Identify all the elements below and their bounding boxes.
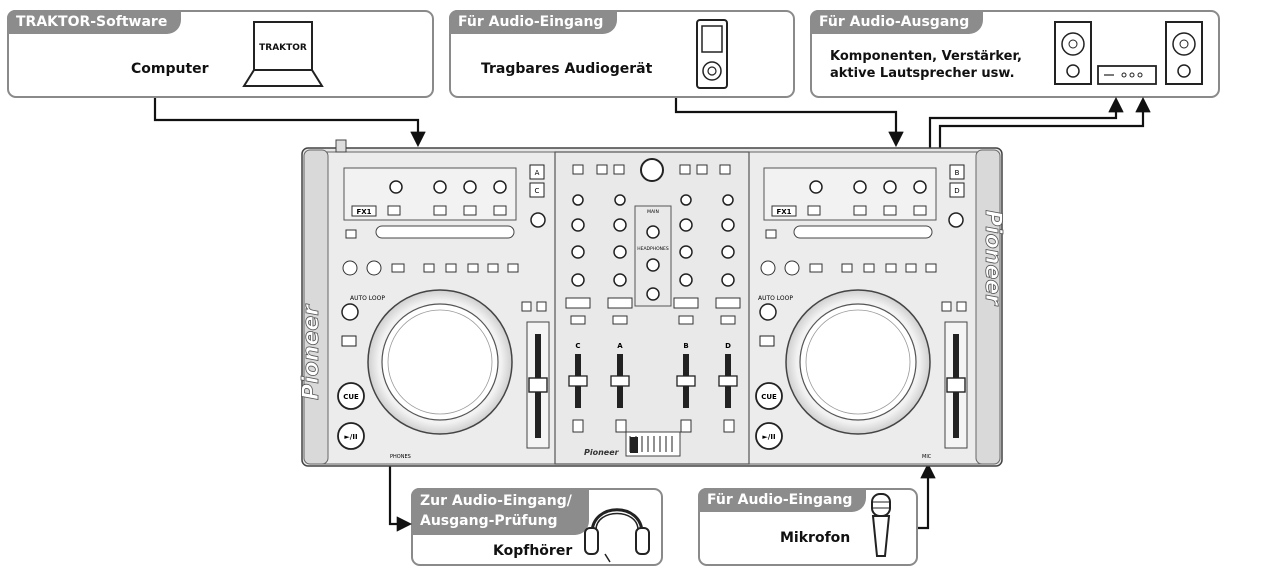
channel-letter-a: A [617, 342, 623, 350]
right-deck: FX1 B D AUTO LOOP CUE ►/II [755, 164, 968, 460]
fx-label-left: FX1 [356, 208, 371, 216]
mixer-section: MAIN HEADPHONES C A B D [565, 158, 741, 457]
channel-letter-c: C [575, 342, 580, 350]
play-button-right[interactable] [755, 422, 783, 450]
brand-right: Pioneer [980, 210, 1005, 306]
channel-letter-b: B [683, 342, 688, 350]
svg-text:►/II: ►/II [344, 433, 357, 441]
svg-text:AUTO LOOP: AUTO LOOP [758, 295, 793, 302]
headphones-icon [584, 508, 650, 563]
svg-text:HEADPHONES: HEADPHONES [637, 246, 669, 252]
speakers-amp-icon [1054, 21, 1203, 85]
phones-jack-label: PHONES [390, 454, 411, 460]
microphone-icon [871, 493, 891, 557]
cables [153, 96, 1151, 532]
portable-audio-label: Tragbares Audiogerät [481, 61, 653, 77]
portable-player-icon [696, 19, 728, 89]
laptop-screen-text: TRAKTOR [259, 43, 307, 53]
computer-label: Computer [131, 61, 209, 77]
cue-button-right[interactable] [755, 382, 783, 410]
audio-out-tag: Für Audio-Ausgang [810, 10, 984, 34]
svg-text:►/II: ►/II [762, 433, 775, 441]
audio-out-label: Komponenten, Verstärker, aktive Lautspre… [830, 49, 1022, 81]
cable-out-2 [938, 96, 1151, 148]
deck-a-button [529, 164, 545, 180]
svg-text:A: A [535, 169, 540, 177]
play-button-left[interactable] [337, 422, 365, 450]
cue-button-left[interactable] [337, 382, 365, 410]
laptop-icon: TRAKTOR [242, 21, 324, 87]
svg-text:CUE: CUE [343, 393, 359, 401]
traktor-tag: TRAKTOR-Software [7, 10, 182, 34]
svg-text:AUTO LOOP: AUTO LOOP [350, 295, 385, 302]
cable-mic [918, 462, 936, 530]
portable-audio-tag: Für Audio-Eingang [449, 10, 618, 34]
mixer-brand: Pioneer [584, 448, 620, 457]
portable-audio-callout: Für Audio-Eingang Tragbares Audiogerät [449, 10, 795, 98]
svg-text:MAIN: MAIN [647, 209, 659, 215]
cable-out-1 [928, 96, 1124, 148]
cable-phones [388, 462, 413, 532]
microphone-label: Mikrofon [780, 530, 851, 546]
deck-c-button [529, 182, 545, 198]
headphones-label: Kopfhörer [493, 543, 573, 559]
microphone-tag: Für Audio-Eingang [698, 488, 867, 512]
cable-portable [674, 98, 904, 148]
channel-letter-d: D [725, 342, 731, 350]
svg-text:D: D [954, 187, 959, 195]
left-deck: FX1 A C AUTO LOOP CUE ►/I [337, 164, 550, 460]
traktor-callout: TRAKTOR-Software Computer [7, 10, 434, 98]
fx-button-left [351, 205, 377, 217]
headphones-tag: Zur Audio-Eingang/ Ausgang-Prüfung [411, 488, 589, 535]
svg-text:C: C [535, 187, 540, 195]
svg-text:FX1: FX1 [776, 208, 791, 216]
svg-text:CUE: CUE [761, 393, 777, 401]
brand-left: Pioneer [299, 304, 324, 400]
mic-jack-label: MIC [922, 454, 932, 460]
cable-computer [153, 98, 426, 148]
svg-text:B: B [955, 169, 960, 177]
